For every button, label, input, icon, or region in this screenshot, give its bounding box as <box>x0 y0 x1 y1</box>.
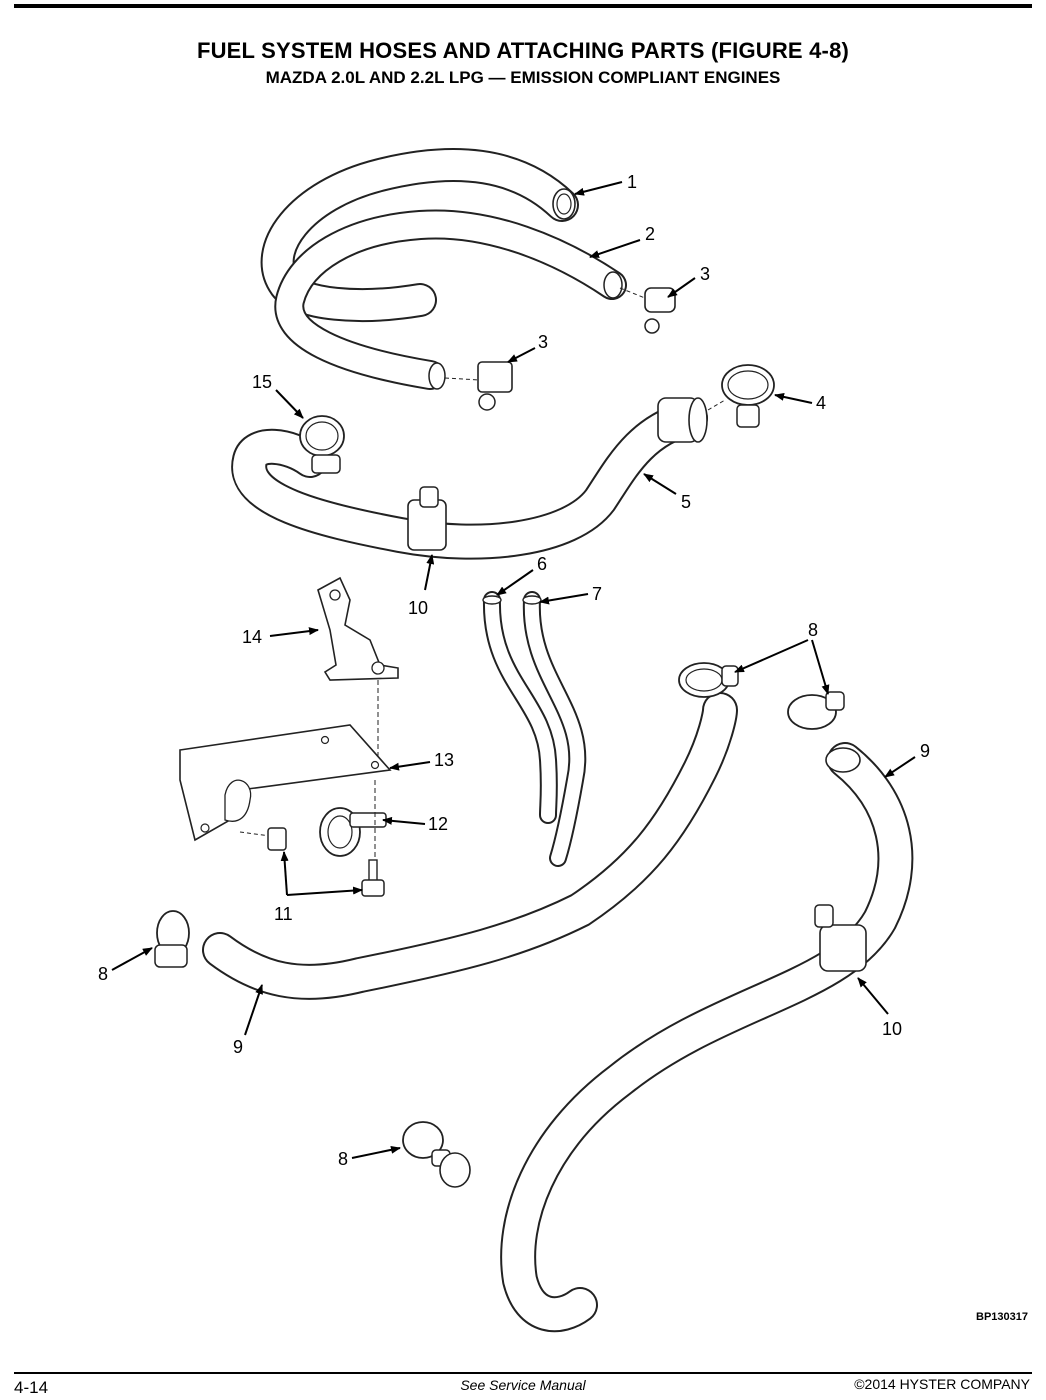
callout-label: 7 <box>592 584 602 604</box>
callout-label: 3 <box>700 264 710 284</box>
clamp-3-upper <box>619 287 676 334</box>
bolt-11-b <box>361 859 385 897</box>
callout-label: 13 <box>434 750 454 770</box>
clamp-12 <box>319 780 387 860</box>
callout-label: 9 <box>233 1037 243 1057</box>
callout-label: 8 <box>98 964 108 984</box>
callout-label: 11 <box>274 904 293 924</box>
hose-9-right <box>500 742 914 1333</box>
page-title: FUEL SYSTEM HOSES AND ATTACHING PARTS (F… <box>196 38 850 63</box>
callout-label: 2 <box>645 224 655 244</box>
callout-label: 15 <box>252 372 272 392</box>
figure-id: BP130317 <box>976 1311 1028 1323</box>
clamp-8-left <box>154 910 190 968</box>
callout-label: 12 <box>428 814 448 834</box>
clamp-3-lower <box>444 361 513 411</box>
callout-label: 10 <box>408 598 428 618</box>
hose-1 <box>260 148 579 322</box>
page-subtitle: MAZDA 2.0L AND 2.2L LPG — EMISSION COMPL… <box>265 68 781 87</box>
callout-label: 14 <box>242 627 262 647</box>
hose-6 <box>482 591 558 824</box>
bracket-10-lower <box>814 904 867 972</box>
bracket-13 <box>179 724 392 842</box>
callout-label: 1 <box>627 172 637 192</box>
clamp-4 <box>707 364 775 428</box>
bracket-10-upper <box>407 486 447 551</box>
hose-2 <box>274 209 627 390</box>
bottom-rule <box>14 1372 1032 1374</box>
clamp-15 <box>299 415 345 474</box>
clamp-8-top <box>678 662 739 698</box>
callout-label: 9 <box>920 741 930 761</box>
callout-label: 8 <box>338 1149 348 1169</box>
callout-label: 3 <box>538 332 548 352</box>
copyright: ©2014 HYSTER COMPANY <box>854 1376 1030 1392</box>
callout-label: 10 <box>882 1019 902 1039</box>
clamp-8-right <box>787 691 845 730</box>
bracket-14 <box>317 576 399 760</box>
callout-label: 6 <box>537 554 547 574</box>
callout-arrows <box>111 181 916 1159</box>
callout-label: 5 <box>681 492 691 512</box>
callout-label: 4 <box>816 393 826 413</box>
bolt-11-a <box>239 827 287 851</box>
callout-label: 8 <box>808 620 818 640</box>
clamp-8-bottom <box>402 1121 471 1188</box>
footer-note: See Service Manual <box>460 1377 586 1393</box>
hose-9-left <box>202 692 738 1000</box>
page-number: 4-14 <box>14 1378 49 1397</box>
top-rule <box>14 4 1032 8</box>
